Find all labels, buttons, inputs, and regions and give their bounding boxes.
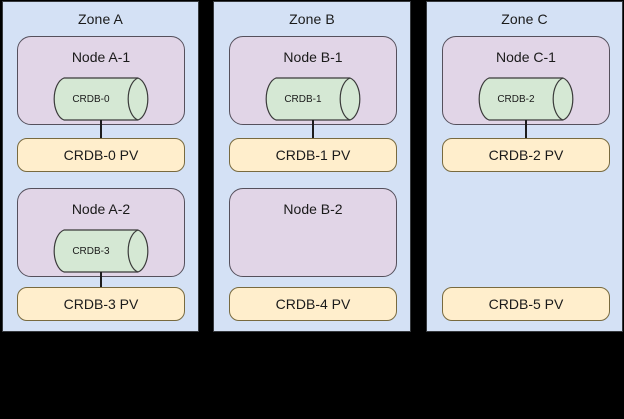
zone-c: Zone C Node C-1 CRDB-2 CRDB-2 PV CRDB-5 …	[426, 1, 623, 332]
volume-crdb-2-pv[interactable]: CRDB-2 PV	[442, 138, 610, 172]
cylinder-icon	[265, 77, 361, 121]
cylinder-icon	[478, 77, 574, 121]
database-crdb-2[interactable]: CRDB-2	[476, 77, 584, 121]
node-b-1[interactable]: Node B-1 CRDB-1	[229, 36, 397, 125]
database-crdb-3-label: CRDB-3	[72, 245, 110, 257]
connector-node-a-2-to-crdb-3-pv	[100, 272, 102, 289]
node-a-2[interactable]: Node A-2 CRDB-3	[17, 188, 185, 277]
volume-crdb-1-pv[interactable]: CRDB-1 PV	[229, 138, 397, 172]
node-c-1-title: Node C-1	[496, 49, 556, 65]
database-crdb-1-label: CRDB-1	[284, 93, 322, 105]
connector-node-a-1-to-crdb-0-pv	[100, 120, 102, 139]
volume-crdb-5-pv[interactable]: CRDB-5 PV	[442, 287, 610, 321]
node-c-1[interactable]: Node C-1 CRDB-2	[442, 36, 610, 125]
node-a-1[interactable]: Node A-1 CRDB-0	[17, 36, 185, 125]
connector-node-c-1-to-crdb-2-pv	[525, 120, 527, 139]
zone-a: Zone A Node A-1 CRDB-0 CRDB-0 PV Node A-…	[2, 1, 199, 332]
zone-b-title: Zone B	[289, 11, 335, 27]
cylinder-icon	[53, 77, 149, 121]
volume-crdb-0-pv[interactable]: CRDB-0 PV	[17, 138, 185, 172]
zone-c-title: Zone C	[501, 11, 548, 27]
volume-crdb-3-pv[interactable]: CRDB-3 PV	[17, 287, 185, 321]
database-crdb-0[interactable]: CRDB-0	[51, 77, 159, 121]
database-crdb-3[interactable]: CRDB-3	[51, 229, 159, 273]
node-a-2-title: Node A-2	[71, 201, 131, 217]
node-b-2[interactable]: Node B-2	[229, 188, 397, 277]
node-a-1-title: Node A-1	[71, 49, 131, 65]
database-crdb-2-label: CRDB-2	[497, 93, 535, 105]
node-b-1-title: Node B-1	[283, 49, 343, 65]
database-crdb-1[interactable]: CRDB-1	[263, 77, 371, 121]
node-b-2-title: Node B-2	[283, 201, 343, 217]
volume-crdb-4-pv[interactable]: CRDB-4 PV	[229, 287, 397, 321]
database-crdb-0-label: CRDB-0	[72, 93, 110, 105]
cylinder-icon	[53, 229, 149, 273]
zone-a-title: Zone A	[78, 11, 123, 27]
zone-b: Zone B Node B-1 CRDB-1 CRDB-1 PV Node B-…	[213, 1, 411, 332]
connector-node-b-1-to-crdb-1-pv	[312, 120, 314, 139]
